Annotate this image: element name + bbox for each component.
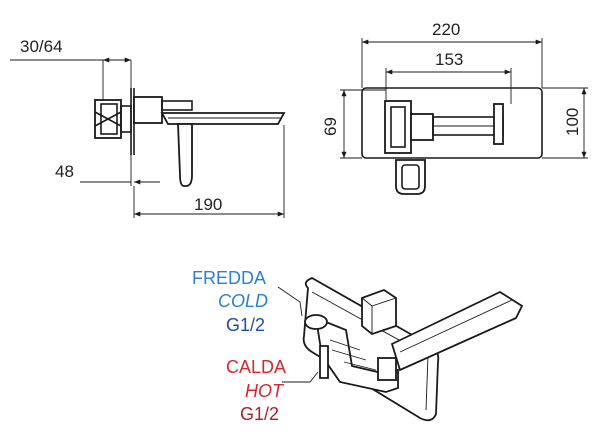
dim-front-height: 100 <box>563 108 582 136</box>
cold-leader <box>277 286 303 317</box>
wall-plate <box>361 87 543 159</box>
hot-label: CALDA HOT G1/2 <box>226 357 286 424</box>
hot-label-size: G1/2 <box>240 404 279 424</box>
outlet-inner <box>401 164 420 190</box>
cold-label-en: COLD <box>218 291 268 311</box>
spout <box>160 112 286 125</box>
dim-wall-depth: 30/64 <box>20 37 63 56</box>
isometric-view <box>277 277 524 422</box>
side-view: 30/64 48 190 <box>10 37 286 218</box>
lever-end <box>493 103 504 145</box>
valve-cap <box>377 357 397 381</box>
dim-front-center: 69 <box>321 117 340 136</box>
cold-inlet <box>304 314 328 330</box>
dim-side-height: 48 <box>55 162 74 181</box>
dim-top-width: 220 <box>432 20 460 39</box>
spout <box>390 290 524 372</box>
front-view: 220 153 69 100 <box>321 20 588 195</box>
handle-block <box>384 100 412 154</box>
hot-leader <box>282 371 319 383</box>
valve-inner <box>100 103 118 135</box>
hot-inlet <box>319 345 329 379</box>
hot-label-it: CALDA <box>226 357 286 377</box>
handle-body <box>410 113 434 141</box>
lever-edge <box>361 297 397 334</box>
outlet <box>395 159 426 195</box>
spout-edge <box>399 299 513 353</box>
cold-label: FREDDA COLD G1/2 <box>192 268 268 335</box>
lever-body <box>361 288 397 336</box>
hot-label-en: HOT <box>245 381 285 401</box>
lever-base <box>161 100 193 111</box>
lever <box>177 123 193 187</box>
dim-side-length: 190 <box>194 195 222 214</box>
dim-top-spacing: 153 <box>435 50 463 69</box>
cold-label-size: G1/2 <box>226 315 265 335</box>
cold-label-it: FREDDA <box>192 268 266 288</box>
mixer-body <box>133 96 163 124</box>
wall-plate <box>302 277 440 422</box>
valve-cross-2 <box>94 111 122 127</box>
valve-details <box>329 339 377 371</box>
handle-inner <box>390 106 406 148</box>
valve-neck <box>120 105 132 133</box>
